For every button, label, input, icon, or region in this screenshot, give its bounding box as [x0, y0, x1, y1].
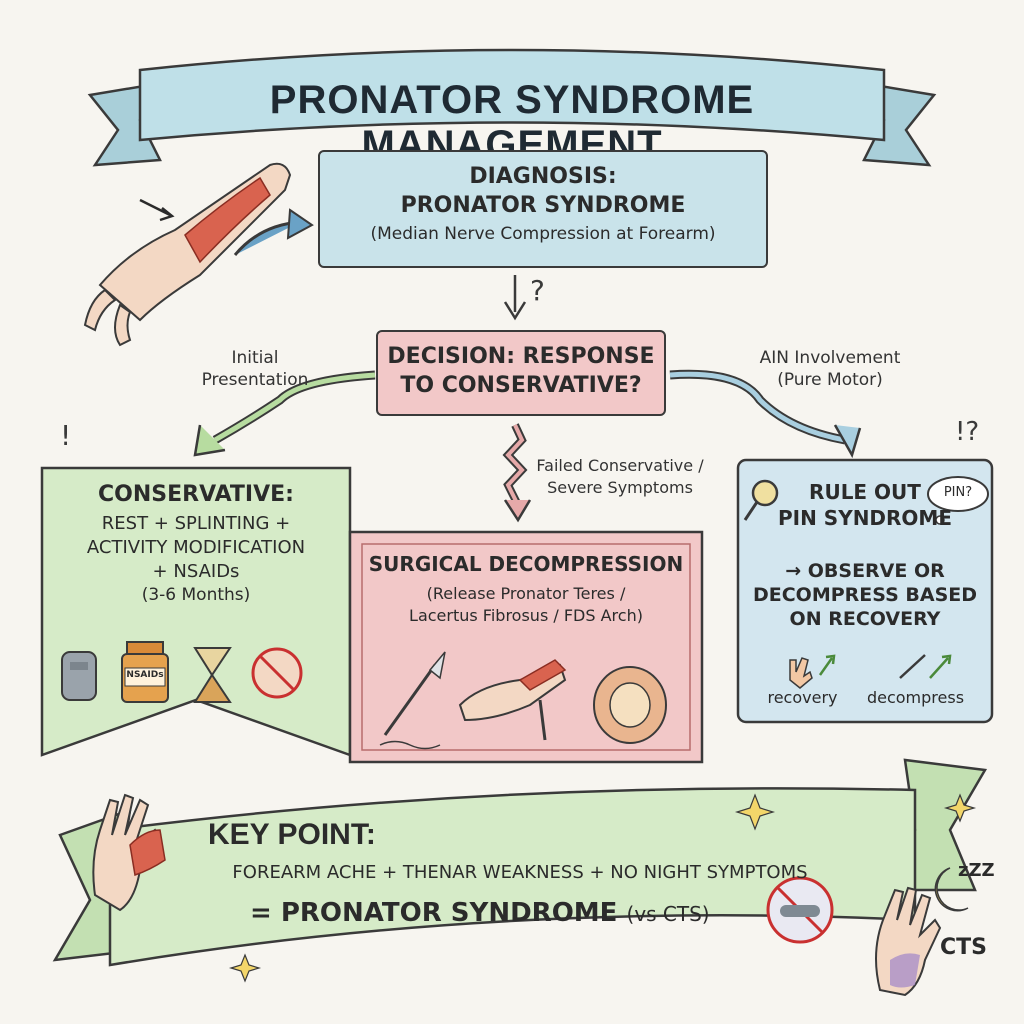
- key-point-line-2-main: = PRONATOR SYNDROME: [250, 898, 618, 928]
- rule-out-line-2: PIN SYNDROME: [778, 506, 952, 530]
- key-point-line-2: = PRONATOR SYNDROME (vs CTS): [250, 898, 710, 928]
- conservative-line-4: (3-6 Months): [141, 585, 251, 605]
- sparkle-decorations: ! !?: [60, 417, 979, 983]
- splint-icon: [61, 651, 97, 701]
- surgical-content: SURGICAL DECOMPRESSION (Release Pronator…: [350, 552, 702, 625]
- conservative-line-3: + NSAIDs: [152, 561, 240, 582]
- decision-box: DECISION: RESPONSE TO CONSERVATIVE?: [376, 330, 666, 416]
- moon-icon: [934, 867, 969, 912]
- edge-label-failed-line-2: Severe Symptoms: [547, 478, 693, 497]
- edge-label-initial-line-2: Presentation: [201, 370, 309, 390]
- svg-text:!?: !?: [955, 417, 979, 447]
- key-point-line-2-note: (vs CTS): [626, 902, 710, 926]
- arrow-diagnosis-to-decision: ?: [503, 274, 545, 321]
- edge-label-ain: AIN Involvement (Pure Motor): [735, 347, 925, 391]
- svg-text:?: ?: [530, 274, 545, 307]
- arrow-to-conservative: [193, 370, 376, 457]
- decompress-scalpel-icon: [899, 654, 952, 679]
- cts-label: CTS: [940, 935, 987, 960]
- conservative-line-1: REST + SPLINTING +: [101, 513, 291, 534]
- scalpel-icon: [379, 651, 446, 750]
- conservative-line-2: ACTIVITY MODIFICATION: [86, 537, 306, 558]
- forearm-illustration: [83, 162, 314, 347]
- nsaid-bottle-icon: [121, 641, 169, 703]
- decision-line-2: TO CONSERVATIVE?: [400, 373, 642, 398]
- decompress-label: decompress: [866, 688, 965, 707]
- rule-out-line-5: ON RECOVERY: [789, 608, 941, 630]
- surgical-title: SURGICAL DECOMPRESSION: [368, 552, 684, 576]
- key-point-line-1: FOREARM ACHE + THENAR WEAKNESS + NO NIGH…: [232, 862, 808, 883]
- surgical-line-1: (Release Pronator Teres /: [426, 584, 626, 603]
- edge-label-failed: Failed Conservative / Severe Symptoms: [530, 455, 710, 499]
- pin-bubble-text: PIN?: [943, 485, 973, 500]
- svg-text:!: !: [60, 419, 71, 452]
- arrow-to-rule-out: [669, 369, 862, 459]
- no-night-icon: [766, 876, 834, 944]
- cts-hand-icon: [875, 886, 942, 997]
- rule-out-line-4: DECOMPRESS BASED: [752, 584, 978, 606]
- nsaid-bottle-label: NSAIDs: [126, 670, 164, 680]
- edge-label-ain-line-2: (Pure Motor): [777, 370, 883, 390]
- recovery-hand-icon: [789, 654, 836, 689]
- surgical-line-2: Lacertus Fibrosus / FDS Arch): [409, 606, 643, 625]
- no-activity-icon: [251, 647, 303, 699]
- rule-out-content: RULE OUT PIN SYNDROME: [775, 480, 955, 530]
- key-point-title: KEY POINT:: [208, 818, 376, 851]
- decision-line-1: DECISION: RESPONSE: [387, 344, 655, 369]
- edge-label-initial: Initial Presentation: [190, 347, 320, 391]
- thought-bubble-icon: [927, 476, 989, 525]
- recovery-label: recovery: [767, 688, 838, 707]
- zzz-text: zZZ: [958, 860, 995, 881]
- edge-label-ain-line-1: AIN Involvement: [759, 348, 901, 368]
- diagnosis-description: (Median Nerve Compression at Forearm): [370, 224, 716, 244]
- arrow-to-surgical: [502, 423, 532, 523]
- title-ribbon: [87, 48, 937, 167]
- nerve-release-icon: [593, 666, 667, 744]
- magnifier-icon: [743, 479, 779, 521]
- painful-hand-icon: [92, 793, 166, 912]
- edge-label-failed-line-1: Failed Conservative /: [536, 456, 704, 475]
- surgery-hand-icon: [458, 659, 567, 741]
- diagnosis-label: DIAGNOSIS:: [469, 164, 617, 189]
- rule-out-action: → OBSERVE OR DECOMPRESS BASED ON RECOVER…: [745, 560, 985, 630]
- rule-out-line-3: → OBSERVE OR: [785, 560, 945, 582]
- hourglass-icon: [193, 647, 232, 703]
- edge-label-initial-line-1: Initial: [231, 348, 279, 368]
- diagnosis-box: DIAGNOSIS: PRONATOR SYNDROME (Median Ner…: [318, 150, 768, 268]
- conservative-content: CONSERVATIVE: REST + SPLINTING + ACTIVIT…: [42, 482, 350, 605]
- conservative-title: CONSERVATIVE:: [98, 482, 294, 507]
- rule-out-frame: [736, 458, 994, 724]
- rule-out-line-1: RULE OUT: [809, 480, 921, 504]
- diagnosis-name: PRONATOR SYNDROME: [400, 193, 686, 218]
